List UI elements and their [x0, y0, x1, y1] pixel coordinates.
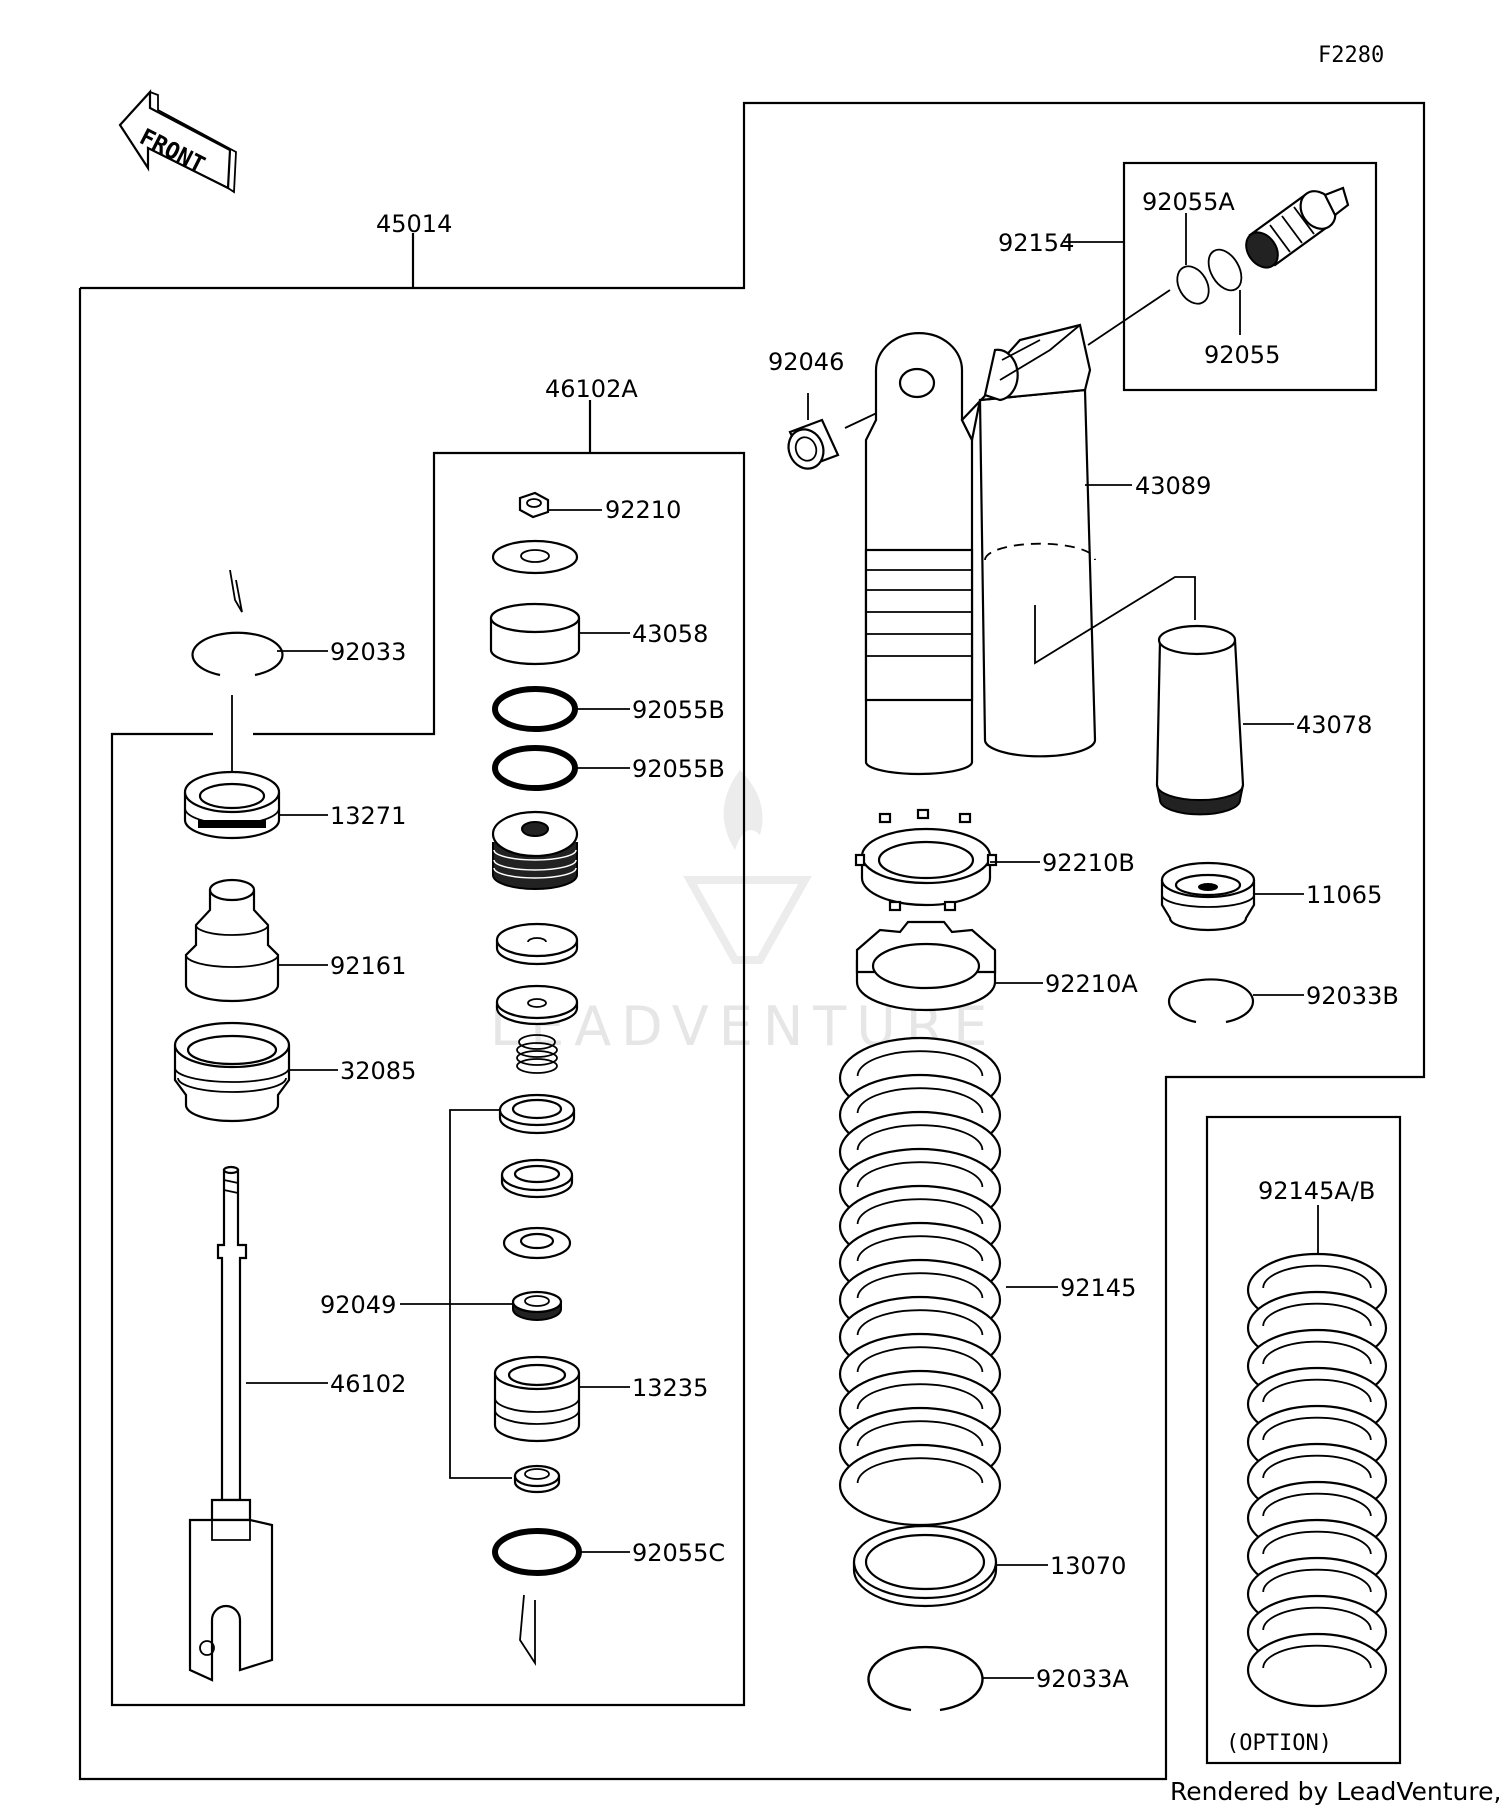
part-32085-cup: [173, 1021, 291, 1123]
part-92055B-oring-1: [492, 686, 578, 732]
part-92046-bearing: [787, 418, 840, 470]
part-small-bushing: [513, 1464, 561, 1494]
label-92046: 92046: [768, 348, 844, 376]
label-11065: 11065: [1306, 881, 1382, 909]
label-92055B-1: 92055B: [632, 696, 725, 724]
part-92055C-oring: [492, 1528, 582, 1576]
part-seal-head: [491, 810, 579, 890]
part-92145AB-spring: [1246, 1252, 1388, 1708]
leader-43078-connector: [1034, 576, 1196, 665]
part-92055B-oring-2: [492, 745, 578, 791]
part-ring-a: [498, 1093, 576, 1135]
part-valve-adjuster: [1245, 186, 1350, 269]
label-92154: 92154: [998, 229, 1074, 257]
figure-code: F2280: [1318, 43, 1384, 68]
label-13271: 13271: [330, 802, 406, 830]
part-92033B-circlip: [1167, 978, 1255, 1024]
label-45014: 45014: [376, 210, 452, 238]
footer-credit: Rendered by LeadVenture, Inc.: [1170, 1777, 1500, 1806]
label-43078: 43078: [1296, 711, 1372, 739]
label-32085: 32085: [340, 1057, 416, 1085]
box-option: [1205, 1115, 1402, 1765]
part-11065-bushing: [1160, 861, 1256, 932]
part-92210-nut: [518, 491, 550, 519]
label-46102A: 46102A: [545, 375, 638, 403]
part-small-spring: [516, 1034, 558, 1074]
label-92210B: 92210B: [1042, 849, 1135, 877]
part-shim-1: [495, 922, 579, 966]
label-92033: 92033: [330, 638, 406, 666]
part-46102-rod: [188, 1165, 274, 1682]
label-92145: 92145: [1060, 1274, 1136, 1302]
assembly-outline-45014: [78, 101, 1426, 1781]
part-13235-piston: [493, 1355, 581, 1443]
label-92055B-2: 92055B: [632, 755, 725, 783]
part-shim-2: [495, 984, 579, 1026]
label-92033A: 92033A: [1036, 1665, 1129, 1693]
label-92033B: 92033B: [1306, 982, 1399, 1010]
part-13271-cap: [183, 770, 281, 840]
box-92154: [1122, 161, 1378, 392]
part-92055A-oring: [1176, 265, 1210, 305]
label-92049: 92049: [320, 1291, 396, 1319]
part-92161-bump-stop: [184, 878, 280, 1003]
part-ring-c: [502, 1226, 572, 1260]
part-washer-top: [491, 539, 579, 575]
label-46102: 46102: [330, 1370, 406, 1398]
assembly-outline-46102A: [110, 451, 746, 1707]
part-92033A-circlip: [867, 1645, 984, 1712]
part-13070-spring-seat: [852, 1524, 998, 1608]
label-92055: 92055: [1204, 341, 1280, 369]
axis-marker-top: [229, 569, 243, 613]
label-43089: 43089: [1135, 472, 1211, 500]
part-92210B-locknut: [854, 808, 998, 912]
label-92145AB: 92145A/B: [1258, 1177, 1375, 1205]
part-43058-collar: [489, 602, 581, 666]
part-43089-shock-body: [864, 323, 1097, 776]
label-92055A: 92055A: [1142, 188, 1235, 216]
part-92210A-locknut: [855, 920, 997, 1012]
part-43078-reservoir-cap: [1155, 624, 1245, 816]
label-92055C: 92055C: [632, 1539, 725, 1567]
part-ring-b: [500, 1158, 574, 1199]
axis-marker-bottom: [519, 1594, 536, 1667]
front-arrow-icon: FRONT: [118, 89, 237, 194]
part-92049-bushing: [511, 1290, 563, 1321]
label-92210: 92210: [605, 496, 681, 524]
part-92033-circlip: [191, 631, 284, 677]
option-label: (OPTION): [1226, 1731, 1332, 1756]
label-43058: 43058: [632, 620, 708, 648]
label-13070: 13070: [1050, 1552, 1126, 1580]
part-92145-spring: [838, 1036, 1002, 1527]
bracket-92049: [449, 1109, 512, 1479]
label-92210A: 92210A: [1045, 970, 1138, 998]
part-92055-oring: [1207, 248, 1243, 292]
label-13235: 13235: [632, 1374, 708, 1402]
label-92161: 92161: [330, 952, 406, 980]
